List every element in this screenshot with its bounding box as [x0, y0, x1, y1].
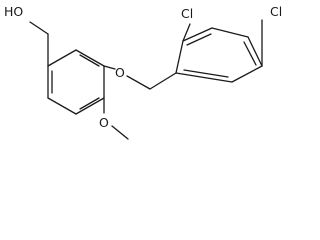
bond-ch2-oh	[29, 21, 49, 35]
double-bond	[186, 33, 212, 46]
bond-methoxy-o-ch3	[111, 125, 129, 140]
structure-diagram: HO O O Cl Cl	[4, 4, 282, 140]
chloro-para-label: Cl	[270, 4, 282, 19]
bond	[47, 49, 77, 67]
bond	[231, 65, 263, 83]
hydroxyl-label: HO	[4, 4, 23, 19]
bond	[211, 27, 249, 38]
double-bond	[79, 54, 100, 67]
bond-ch2-ring	[149, 72, 177, 90]
bond	[75, 49, 105, 67]
ether-oxygen-label: O	[115, 65, 125, 80]
methoxy-oxygen-label: O	[99, 115, 109, 130]
double-bond	[79, 97, 100, 110]
double-bond	[243, 41, 257, 66]
bond-ether-o-ch2	[126, 75, 151, 90]
bond	[75, 97, 105, 115]
ring-right	[175, 27, 263, 83]
bond	[175, 72, 233, 83]
ring-left	[47, 49, 105, 115]
bond	[182, 27, 213, 42]
bond	[175, 40, 184, 74]
bond-ring-ether-o	[103, 65, 116, 70]
bond-ring-cl-ortho	[182, 23, 191, 42]
chloro-ortho-label: Cl	[181, 6, 193, 21]
bond	[247, 36, 263, 67]
bond	[47, 97, 77, 115]
double-bond	[183, 69, 229, 78]
